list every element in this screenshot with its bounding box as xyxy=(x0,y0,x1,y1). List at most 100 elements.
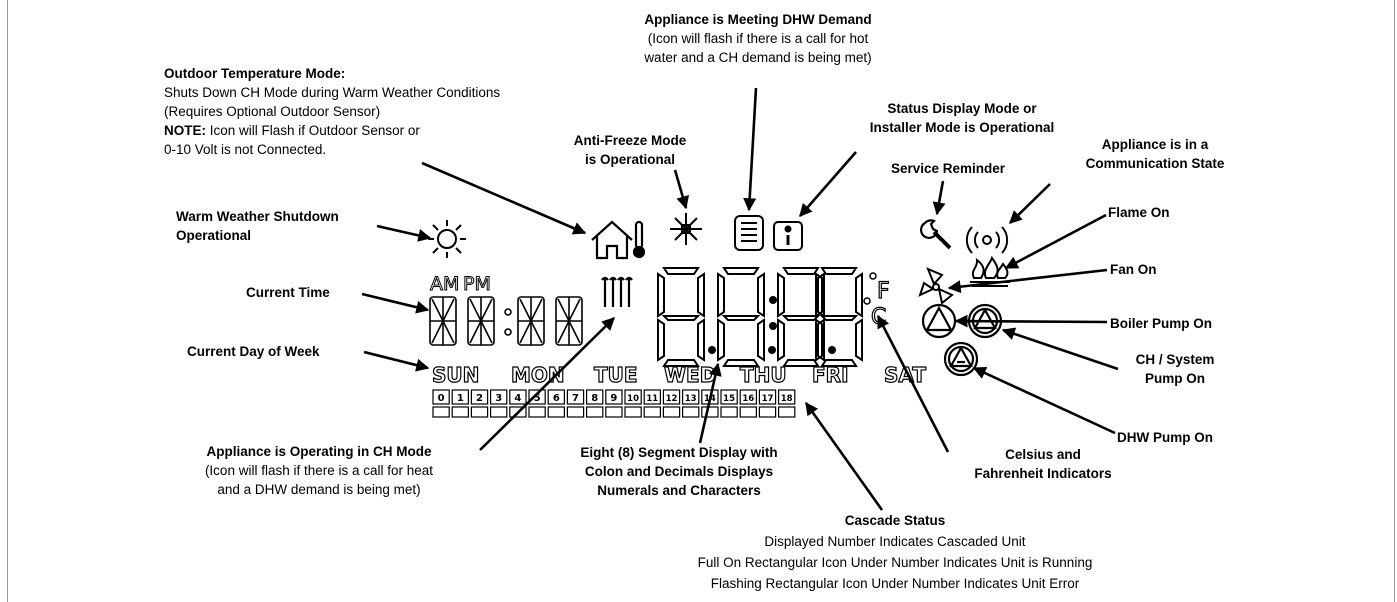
cascade-number-box xyxy=(432,389,450,405)
arrow-dhw-demand xyxy=(743,87,758,212)
cascade-number-box xyxy=(566,389,585,405)
communication-icon xyxy=(965,226,1009,254)
flame-on-label: Flame On xyxy=(1108,205,1170,220)
segment-line3: Numerals and Characters xyxy=(597,483,761,498)
current-time-label: Current Time xyxy=(246,285,330,300)
time-digit-4 xyxy=(555,296,583,346)
segment-display-label: Eight (8) Segment Display with Colon and… xyxy=(555,443,803,500)
arrow-current-time xyxy=(361,292,430,314)
dhw-demand-line2: water and a CH demand is being met) xyxy=(644,50,872,65)
cascade-status-rect xyxy=(662,406,681,418)
sun-icon xyxy=(428,220,466,258)
cascade-label: Cascade Status Displayed Number Indicate… xyxy=(640,510,1150,594)
wrench-icon xyxy=(920,219,952,250)
current-day-label: Current Day of Week xyxy=(187,344,320,359)
cascade-status-rect xyxy=(451,406,470,418)
cascade-status-rect xyxy=(470,406,489,418)
arrow-dhw-pump xyxy=(972,366,1116,435)
ch-pump-line1: CH / System xyxy=(1135,352,1215,367)
arrow-ch-mode xyxy=(479,317,615,451)
snowflake-icon xyxy=(670,213,702,245)
cascade-unit-number: 13 xyxy=(685,394,697,404)
arrow-cascade xyxy=(804,401,884,511)
arrow-celsius xyxy=(876,314,950,453)
anti-freeze-label: Anti-Freeze Mode is Operational xyxy=(530,131,730,169)
day-sun: SUN xyxy=(432,363,479,387)
colon-top xyxy=(769,296,777,304)
ch-pump-label: CH / System Pump On xyxy=(1120,350,1230,388)
cascade-unit-number: 18 xyxy=(781,394,793,404)
arrow-ch-pump xyxy=(1001,327,1119,371)
cascade-line2: Full On Rectangular Icon Under Number In… xyxy=(697,555,1093,570)
arrow-anti-freeze xyxy=(673,169,689,210)
segment-line2: Colon and Decimals Displays xyxy=(584,464,774,479)
decimal-3 xyxy=(828,346,836,354)
segment-digit-4 xyxy=(815,267,863,367)
cascade-number-box xyxy=(758,389,777,405)
outdoor-temp-label: Outdoor Temperature Mode: Shuts Down CH … xyxy=(164,64,500,159)
cascade-status-rect xyxy=(585,406,604,418)
degree-f-dot xyxy=(869,272,877,280)
fahrenheit-indicator: F xyxy=(877,279,890,304)
ch-mode-line2: and a DHW demand is being met) xyxy=(217,482,421,497)
cascade-status-rect xyxy=(643,406,662,418)
ch-mode-title: Appliance is Operating in CH Mode xyxy=(206,444,432,459)
dhw-tank-icon xyxy=(734,215,764,251)
warm-weather-label: Warm Weather Shutdown Operational xyxy=(176,207,339,245)
time-digit-1 xyxy=(429,296,457,346)
segment-digit-1 xyxy=(657,267,705,367)
outdoor-temp-line4: 0-10 Volt is not Connected. xyxy=(164,142,327,157)
callout-arrows xyxy=(361,87,1119,511)
cascade-status-rect xyxy=(701,406,719,418)
time-colon-bottom xyxy=(504,328,512,336)
service-reminder-label: Service Reminder xyxy=(891,161,1006,176)
degree-c-dot xyxy=(863,297,871,305)
dhw-demand-line1: (Icon will flash if there is a call for … xyxy=(647,31,869,46)
dhw-demand-title: Appliance is Meeting DHW Demand xyxy=(644,12,872,27)
boiler-pump-icon xyxy=(921,303,957,339)
anti-freeze-line1: Anti-Freeze Mode xyxy=(573,133,687,148)
cascade-status-rect xyxy=(758,406,777,418)
time-digit-3 xyxy=(517,296,545,346)
arrow-boiler-pump xyxy=(954,314,1108,328)
outdoor-temp-title: Outdoor Temperature Mode: xyxy=(164,66,346,81)
cascade-unit-number: 9 xyxy=(610,393,617,404)
fan-on-label: Fan On xyxy=(1110,262,1157,277)
cascade-unit-number: 0 xyxy=(438,393,445,404)
cascade-number-box xyxy=(605,389,623,405)
ch-mode-label: Appliance is Operating in CH Mode (Icon … xyxy=(160,442,478,499)
cascade-status-rect xyxy=(605,406,623,418)
celsius-line1: Celsius and xyxy=(1005,447,1081,462)
decimal-2 xyxy=(768,346,776,354)
cascade-number-box xyxy=(720,389,738,405)
cascade-number-box xyxy=(509,389,527,405)
main-segment-display xyxy=(657,267,863,367)
outdoor-temp-line2: (Requires Optional Outdoor Sensor) xyxy=(164,104,381,119)
day-wed: WED xyxy=(664,363,716,387)
day-fri: FRI xyxy=(812,363,849,387)
communication-line1: Appliance is in a xyxy=(1101,137,1209,152)
arrow-fan-on xyxy=(947,268,1108,294)
arrow-segment xyxy=(698,362,722,444)
arrow-outdoor-temp xyxy=(421,161,587,235)
arrow-flame-on xyxy=(1004,213,1107,270)
outdoor-temp-line1: Shuts Down CH Mode during Warm Weather C… xyxy=(164,85,501,100)
time-digit-2 xyxy=(467,296,495,346)
arrow-current-day xyxy=(363,350,430,372)
status-display-line2: Installer Mode is Operational xyxy=(869,120,1055,135)
warm-weather-line2: Operational xyxy=(176,228,252,243)
pm-indicator: PM xyxy=(463,273,491,295)
communication-label: Appliance is in a Communication State xyxy=(1064,135,1246,173)
day-tue: TUE xyxy=(594,363,638,387)
arrow-warm-weather xyxy=(376,224,432,242)
arrow-service-reminder xyxy=(932,180,946,216)
segment-line1: Eight (8) Segment Display with xyxy=(580,445,778,460)
cascade-status-rect xyxy=(739,406,758,418)
status-display-label: Status Display Mode or Installer Mode is… xyxy=(848,99,1076,137)
cascade-number-box xyxy=(451,389,470,405)
cascade-unit-number: 8 xyxy=(591,393,598,404)
cascade-number-box xyxy=(470,389,489,405)
dhw-pump-icon xyxy=(943,341,979,377)
